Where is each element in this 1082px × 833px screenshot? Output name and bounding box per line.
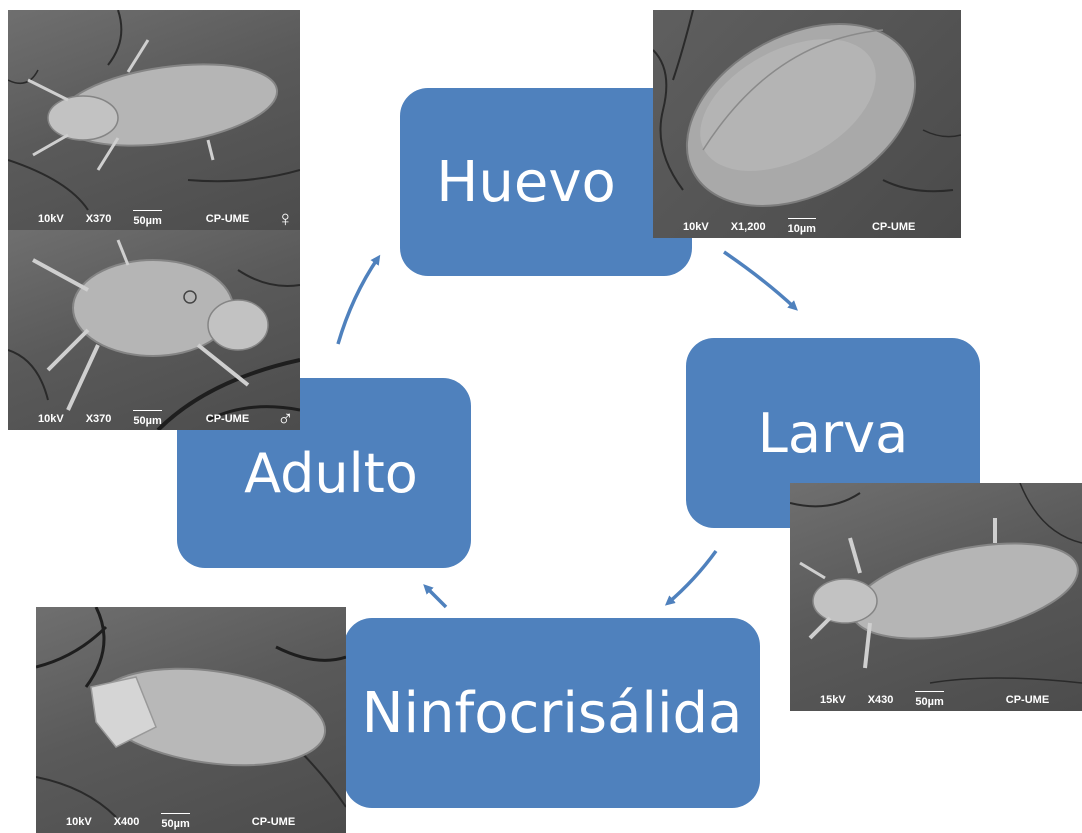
scale-bar-male: 10kV X370 50µm CP-UME ♂ [8, 408, 300, 430]
egg-magnification: X1,200 [731, 221, 766, 233]
sem-photo-larva: 15kV X430 50µm CP-UME [790, 483, 1082, 711]
female-voltage: 10kV [38, 213, 64, 225]
female-mite-micrograph [8, 10, 300, 230]
scale-bar-egg: 10kV X1,200 10µm CP-UME [653, 216, 961, 238]
stage-label-adulto: Adulto [244, 442, 418, 505]
sem-photo-ninfocrisalida: 10kV X400 50µm CP-UME [36, 607, 346, 833]
female-lab: CP-UME [206, 213, 249, 225]
male-scale: 50µm [133, 411, 161, 427]
scale-bar-ninfocrisalida: 10kV X400 50µm CP-UME [36, 811, 346, 833]
scale-bar-larva: 15kV X430 50µm CP-UME [790, 689, 1082, 711]
arrow-ninfocrisalida-to-adulto [426, 587, 446, 607]
stage-label-larva: Larva [758, 402, 908, 465]
scale-bar-female: 10kV X370 50µm CP-UME ♀ [8, 208, 300, 230]
ninfocrisalida-micrograph [36, 607, 346, 833]
sem-photo-adult-female: 10kV X370 50µm CP-UME ♀ [8, 10, 300, 230]
stage-label-ninfocrisalida: Ninfocrisálida [362, 681, 743, 746]
ninfo-scale: 50µm [161, 814, 189, 830]
male-lab: CP-UME [206, 413, 249, 425]
larva-scale: 50µm [915, 692, 943, 708]
stage-label-huevo: Huevo [436, 150, 615, 215]
female-symbol-icon: ♀ [277, 208, 294, 230]
ninfo-lab: CP-UME [252, 816, 295, 828]
larva-magnification: X430 [868, 694, 894, 706]
egg-micrograph [653, 10, 961, 238]
male-magnification: X370 [86, 413, 112, 425]
egg-lab: CP-UME [872, 221, 915, 233]
larva-micrograph [790, 483, 1082, 711]
ninfo-voltage: 10kV [66, 816, 92, 828]
female-magnification: X370 [86, 213, 112, 225]
male-symbol-icon: ♂ [277, 408, 294, 430]
arrow-huevo-to-larva [724, 252, 795, 308]
male-mite-micrograph [8, 230, 300, 430]
sem-photo-egg: 10kV X1,200 10µm CP-UME [653, 10, 961, 238]
larva-lab: CP-UME [1006, 694, 1049, 706]
larva-voltage: 15kV [820, 694, 846, 706]
egg-voltage: 10kV [683, 221, 709, 233]
arrow-adulto-to-huevo [338, 258, 378, 344]
arrow-larva-to-ninfocrisalida [668, 551, 716, 603]
ninfo-magnification: X400 [114, 816, 140, 828]
egg-scale: 10µm [788, 219, 816, 235]
male-voltage: 10kV [38, 413, 64, 425]
stage-box-huevo: Huevo [400, 88, 692, 276]
stage-box-ninfocrisalida: Ninfocrisálida [344, 618, 760, 808]
sem-photo-adult-male: 10kV X370 50µm CP-UME ♂ [8, 230, 300, 430]
female-scale: 50µm [133, 211, 161, 227]
